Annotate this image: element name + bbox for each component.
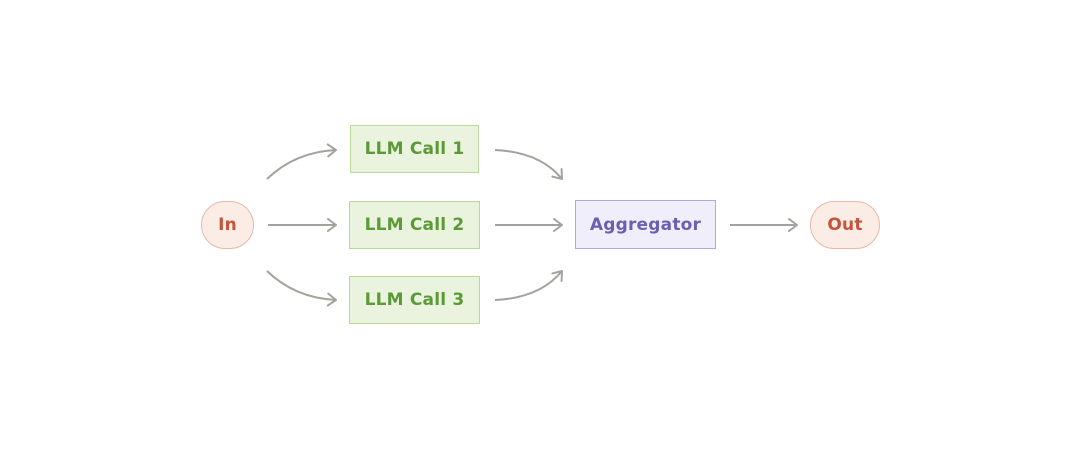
input-node: In xyxy=(201,201,254,249)
llm-call-1-node: LLM Call 1 xyxy=(350,125,479,173)
edge-llm3-to-aggregator xyxy=(494,270,563,301)
edge-llm1-to-aggregator xyxy=(494,149,563,180)
llm-call-3-node: LLM Call 3 xyxy=(349,276,480,324)
edge-in-to-llm3 xyxy=(266,270,337,307)
input-node-label: In xyxy=(218,215,237,235)
llm-call-2-label: LLM Call 2 xyxy=(364,215,465,235)
edge-in-to-llm1 xyxy=(266,143,337,180)
output-node-label: Out xyxy=(827,215,863,235)
llm-call-2-node: LLM Call 2 xyxy=(349,201,480,249)
aggregator-node: Aggregator xyxy=(575,200,716,249)
llm-call-1-label: LLM Call 1 xyxy=(364,139,465,159)
llm-call-3-label: LLM Call 3 xyxy=(364,290,465,310)
aggregator-label: Aggregator xyxy=(589,214,702,235)
output-node: Out xyxy=(810,201,880,249)
